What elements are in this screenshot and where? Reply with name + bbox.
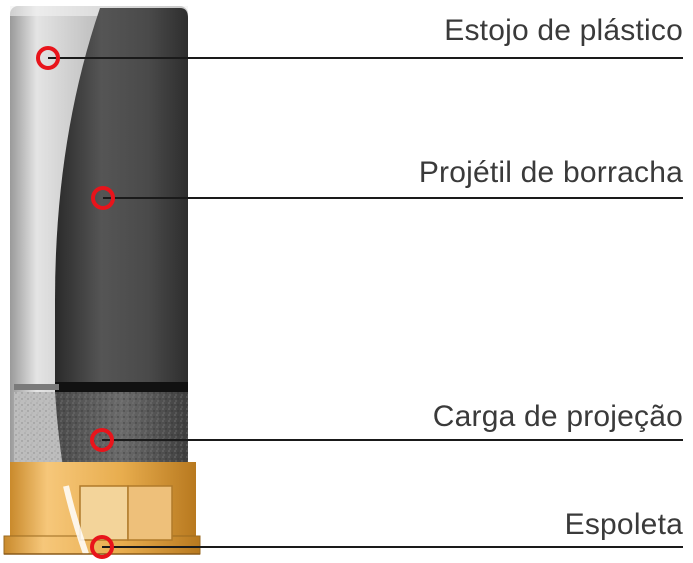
label-projetil-de-borracha: Projétil de borracha [418, 156, 683, 189]
brass-head [3, 462, 201, 555]
label-estojo-de-plastico: Estojo de plástico [444, 14, 683, 47]
marker-projetil [91, 186, 115, 210]
label-espoleta: Espoleta [564, 508, 683, 541]
leader-lines [48, 57, 683, 548]
marker-espoleta [90, 535, 114, 559]
label-carga-de-projecao: Carga de projeção [432, 400, 683, 433]
marker-carga [90, 428, 114, 452]
marker-estojo [36, 46, 60, 70]
markers [36, 46, 115, 559]
